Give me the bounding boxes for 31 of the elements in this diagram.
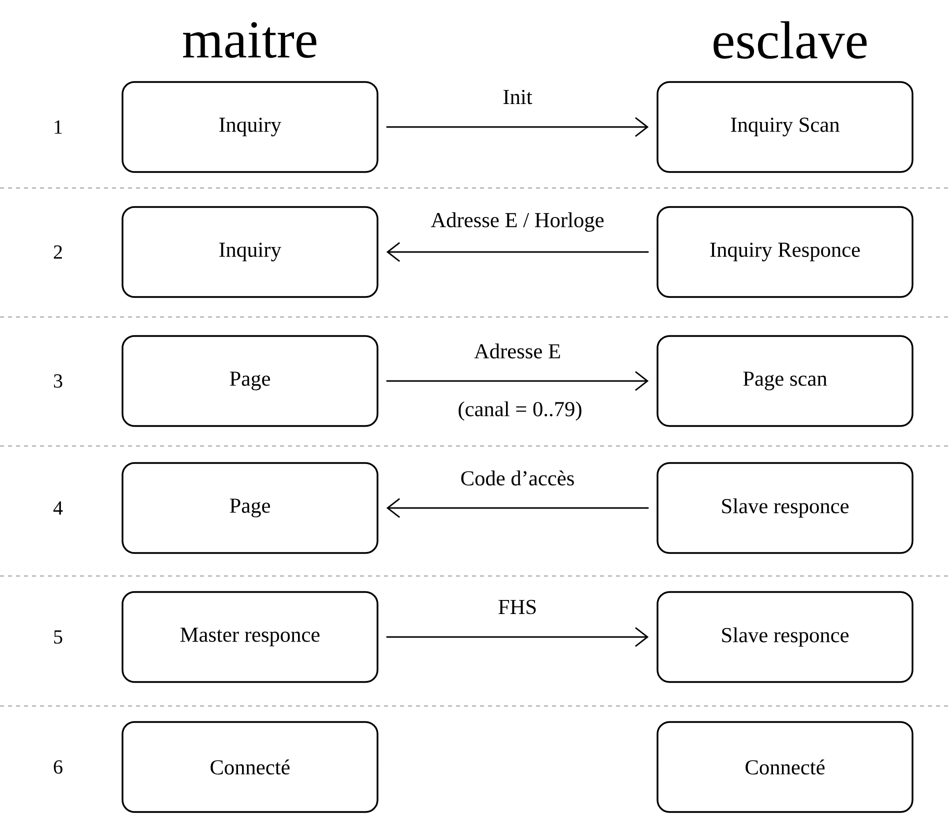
arrow [386, 627, 649, 647]
channel-note: (canal = 0..79) [456, 400, 584, 422]
state-box: Inquiry [122, 81, 378, 173]
edge-label: Code d’accès [459, 469, 576, 487]
state-box: Inquiry [122, 206, 378, 298]
step-number: 1 [52, 119, 64, 135]
state-box: Connecté [656, 721, 914, 813]
state-box: Slave responce [656, 462, 914, 554]
arrow [386, 117, 649, 137]
column-heading: esclave [710, 20, 870, 60]
state-box: Slave responce [656, 591, 914, 683]
edge-label: Adresse E / Horloge [429, 210, 606, 234]
step-number: 6 [52, 758, 64, 776]
step-number: 5 [52, 629, 64, 645]
state-box: Page [122, 335, 378, 427]
state-box: Master responce [122, 591, 378, 683]
arrow [386, 371, 649, 391]
state-box: Connecté [122, 721, 378, 813]
state-box: Inquiry Scan [656, 81, 914, 173]
edge-label: FHS [496, 598, 538, 616]
state-box: Page [122, 462, 378, 554]
state-box: Inquiry Responce [656, 206, 914, 298]
step-number: 4 [52, 500, 64, 516]
column-heading: maitre [180, 20, 320, 60]
step-number: 2 [52, 244, 64, 260]
step-number: 3 [52, 372, 64, 390]
arrow [386, 498, 649, 518]
arrow [386, 242, 649, 262]
edge-label: Adresse E [472, 342, 562, 360]
state-box: Page scan [656, 335, 914, 427]
edge-label: Init [501, 88, 534, 106]
